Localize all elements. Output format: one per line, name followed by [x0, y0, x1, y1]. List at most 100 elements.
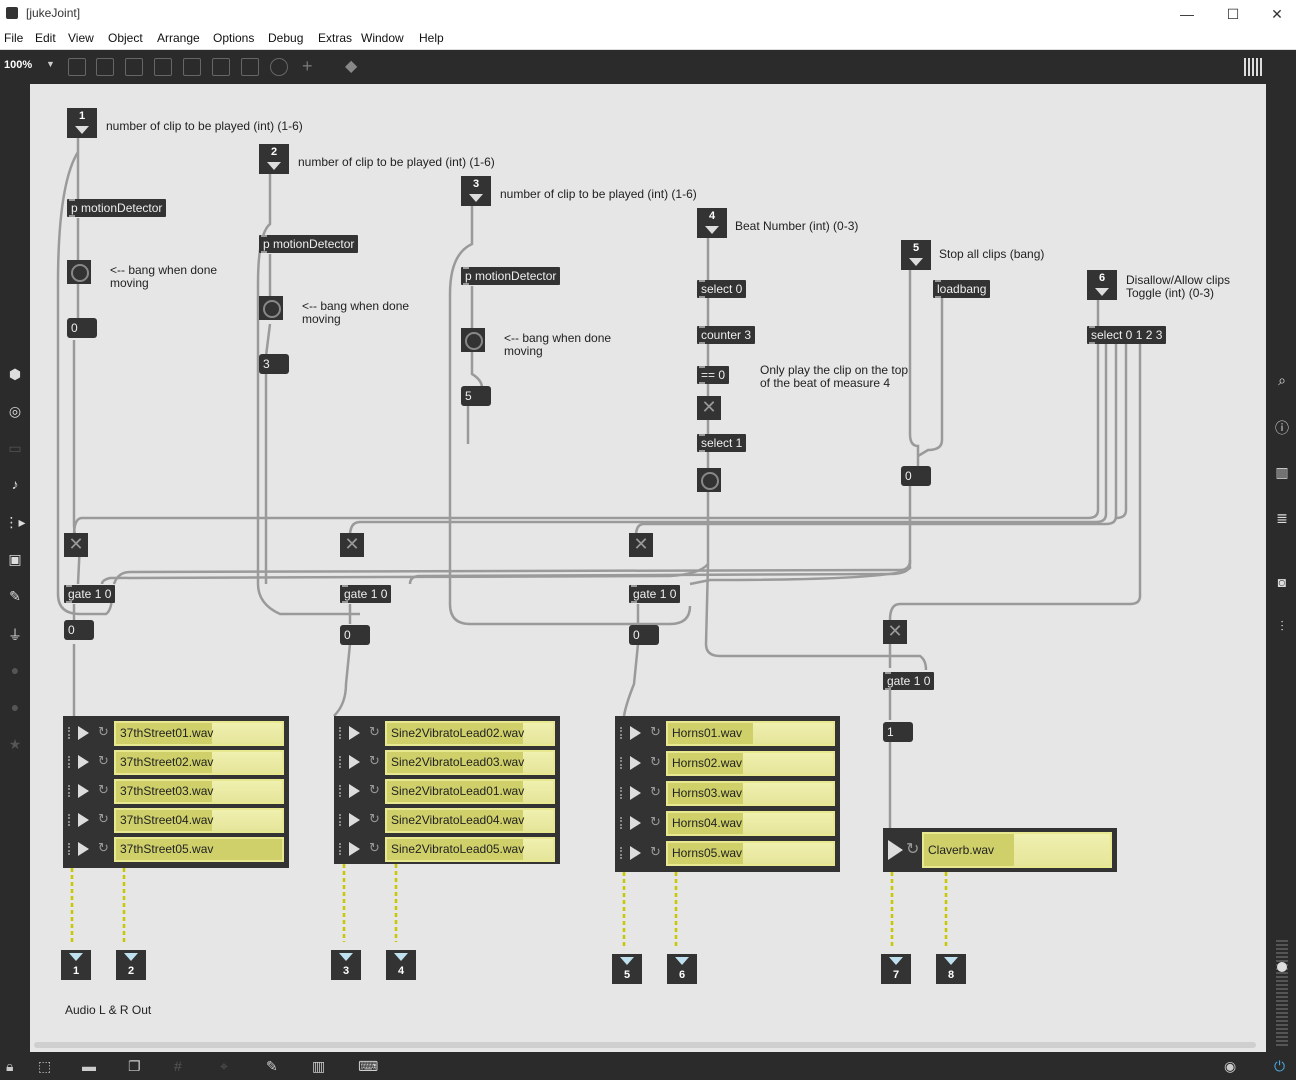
play-icon[interactable]	[349, 813, 360, 827]
piano-icon[interactable]: ▥	[312, 1058, 326, 1074]
play-icon[interactable]	[630, 846, 641, 860]
cube-icon[interactable]: ⬢	[8, 366, 22, 382]
playlist-row[interactable]: ↻37thStreet04.wav	[66, 806, 286, 835]
drag-grip-icon[interactable]	[68, 814, 72, 826]
play-icon[interactable]	[349, 726, 360, 740]
drag-grip-icon[interactable]	[620, 787, 624, 799]
audio-clip[interactable]: Horns05.wav	[666, 841, 835, 866]
lock-icon[interactable]: 🔒︎	[6, 1058, 14, 1074]
menu-help[interactable]: Help	[419, 31, 444, 45]
audio-clip[interactable]: 37thStreet02.wav	[114, 750, 284, 775]
gate-object-4[interactable]: gate 1 0	[883, 672, 935, 690]
paint-bucket-icon[interactable]: ◆	[345, 58, 358, 75]
playlist-row[interactable]: ↻37thStreet01.wav	[66, 719, 286, 748]
playlist-row[interactable]: ↻ 37thStreet02.wav	[66, 748, 286, 777]
inlet-1[interactable]: 1	[67, 108, 97, 138]
audio-clip[interactable]: Horns02.wav	[666, 751, 835, 776]
outlet-6[interactable]: 6	[667, 954, 697, 984]
playlist-row[interactable]: ↻Horns03.wav	[618, 779, 837, 809]
play-icon[interactable]	[78, 813, 89, 827]
loop-icon[interactable]: ↻	[650, 724, 661, 739]
menu-edit[interactable]: Edit	[35, 31, 56, 45]
inlet-4[interactable]: 4	[697, 208, 727, 238]
package-icon[interactable]: ●	[10, 699, 20, 715]
add-icon[interactable]: +	[302, 56, 313, 76]
presentation-edit-icon[interactable]: ⬚	[38, 1058, 52, 1074]
loop-icon[interactable]: ↻	[369, 753, 380, 768]
play-icon[interactable]	[630, 786, 641, 800]
select-1-object[interactable]: select 1	[697, 434, 747, 452]
new-dial-icon[interactable]	[270, 58, 288, 76]
patcher-canvas[interactable]: 1 number of clip to be played (int) (1-6…	[30, 84, 1266, 1052]
inlet-5[interactable]: 5	[901, 240, 931, 270]
done-bang-2[interactable]	[259, 296, 283, 320]
audio-clip[interactable]: 37thStreet01.wav	[114, 721, 284, 746]
menu-extras[interactable]: Extras	[318, 31, 353, 45]
list-icon[interactable]: ≣	[1276, 510, 1288, 526]
playlist-37thstreet[interactable]: ↻37thStreet01.wav ↻ 37thStreet02.wav ↻37t…	[63, 716, 289, 868]
outlet-3[interactable]: 3	[331, 950, 361, 980]
play-icon[interactable]	[630, 726, 641, 740]
playlist-row[interactable]: ↻37thStreet05.wav	[66, 835, 286, 864]
grid-icon[interactable]: #	[174, 1058, 182, 1074]
dsp-power-icon[interactable]: ⏻	[1274, 1058, 1286, 1074]
play-icon[interactable]	[78, 755, 89, 769]
gate-number-4[interactable]: 1	[883, 722, 913, 742]
loadbang-object[interactable]: loadbang	[933, 280, 991, 298]
playlist-sine2vibratolead[interactable]: ↻Sine2VibratoLead02.wav ↻Sine2VibratoLea…	[334, 716, 560, 864]
drag-grip-icon[interactable]	[620, 817, 624, 829]
loop-icon[interactable]: ↻	[369, 782, 380, 797]
zoom-level[interactable]: 100%	[4, 59, 33, 71]
volume-slider-knob[interactable]	[1277, 962, 1287, 972]
gate-toggle-3[interactable]: ✕	[629, 533, 653, 557]
menu-object[interactable]: Object	[108, 31, 143, 45]
drag-grip-icon[interactable]	[339, 785, 343, 797]
minimize-button[interactable]: —	[1180, 6, 1194, 22]
select-0-object[interactable]: select 0	[697, 280, 747, 298]
new-slider-icon[interactable]	[241, 58, 259, 76]
gate-object-3[interactable]: gate 1 0	[629, 585, 681, 603]
gate-object-2[interactable]: gate 1 0	[340, 585, 392, 603]
audio-clip[interactable]: Claverb.wav	[922, 832, 1112, 868]
audio-clip[interactable]: Horns04.wav	[666, 811, 835, 836]
new-comment-icon[interactable]	[125, 58, 143, 76]
counter-object[interactable]: counter 3	[697, 326, 756, 344]
new-object-icon[interactable]	[68, 58, 86, 76]
motion-detector-1[interactable]: p motionDetector	[67, 199, 167, 217]
drag-grip-icon[interactable]	[68, 727, 72, 739]
audio-clip[interactable]: Horns01.wav	[666, 721, 835, 746]
playlist-row[interactable]: ↻ Horns01.wav	[618, 719, 837, 749]
done-bang-3[interactable]	[461, 328, 485, 352]
equals-zero-object[interactable]: == 0	[697, 366, 730, 384]
reference-book-icon[interactable]: ▥	[1275, 464, 1289, 480]
drag-grip-icon[interactable]	[68, 785, 72, 797]
loop-icon[interactable]: ↻	[98, 753, 109, 768]
play-icon[interactable]	[78, 784, 89, 798]
audio-clip[interactable]: Sine2VibratoLead05.wav	[385, 837, 555, 862]
audio-clip[interactable]: Sine2VibratoLead01.wav	[385, 779, 555, 804]
beat-bang[interactable]	[697, 468, 721, 492]
playlist-row[interactable]: ↻Sine2VibratoLead04.wav	[337, 806, 557, 835]
sequencer-icon[interactable]: ⋮▸	[4, 514, 26, 530]
number-box-2[interactable]: 3	[259, 354, 289, 374]
loop-icon[interactable]: ↻	[650, 814, 661, 829]
play-icon[interactable]	[630, 816, 641, 830]
loop-icon[interactable]: ↻	[369, 840, 380, 855]
play-icon[interactable]	[349, 842, 360, 856]
volume-meter[interactable]	[1276, 940, 1288, 1048]
loop-icon[interactable]: ↻	[906, 841, 920, 858]
horizontal-scrollbar[interactable]	[34, 1042, 1256, 1048]
playlist-horns[interactable]: ↻Horns01.wav ↻Horns02.wav ↻Horns03.wav ↻…	[615, 716, 840, 872]
playlist-row[interactable]: ↻Horns02.wav	[618, 749, 837, 779]
playlist-claverb[interactable]: ↻ Claverb.wav	[883, 828, 1117, 872]
snap-icon[interactable]: ⌖	[220, 1058, 228, 1074]
outlet-5[interactable]: 5	[612, 954, 642, 984]
audio-clip[interactable]: Sine2VibratoLead03.wav	[385, 750, 555, 775]
gate-number-1[interactable]: 0	[64, 620, 94, 640]
music-note-icon[interactable]: ♪	[11, 476, 19, 492]
number-box-3[interactable]: 5	[461, 386, 491, 406]
audio-clip[interactable]: Sine2VibratoLead04.wav	[385, 808, 555, 833]
motion-detector-3[interactable]: p motionDetector	[461, 267, 561, 285]
playlist-row[interactable]: ↻ Sine2VibratoLead05.wav	[337, 835, 557, 864]
menu-arrange[interactable]: Arrange	[157, 31, 200, 45]
